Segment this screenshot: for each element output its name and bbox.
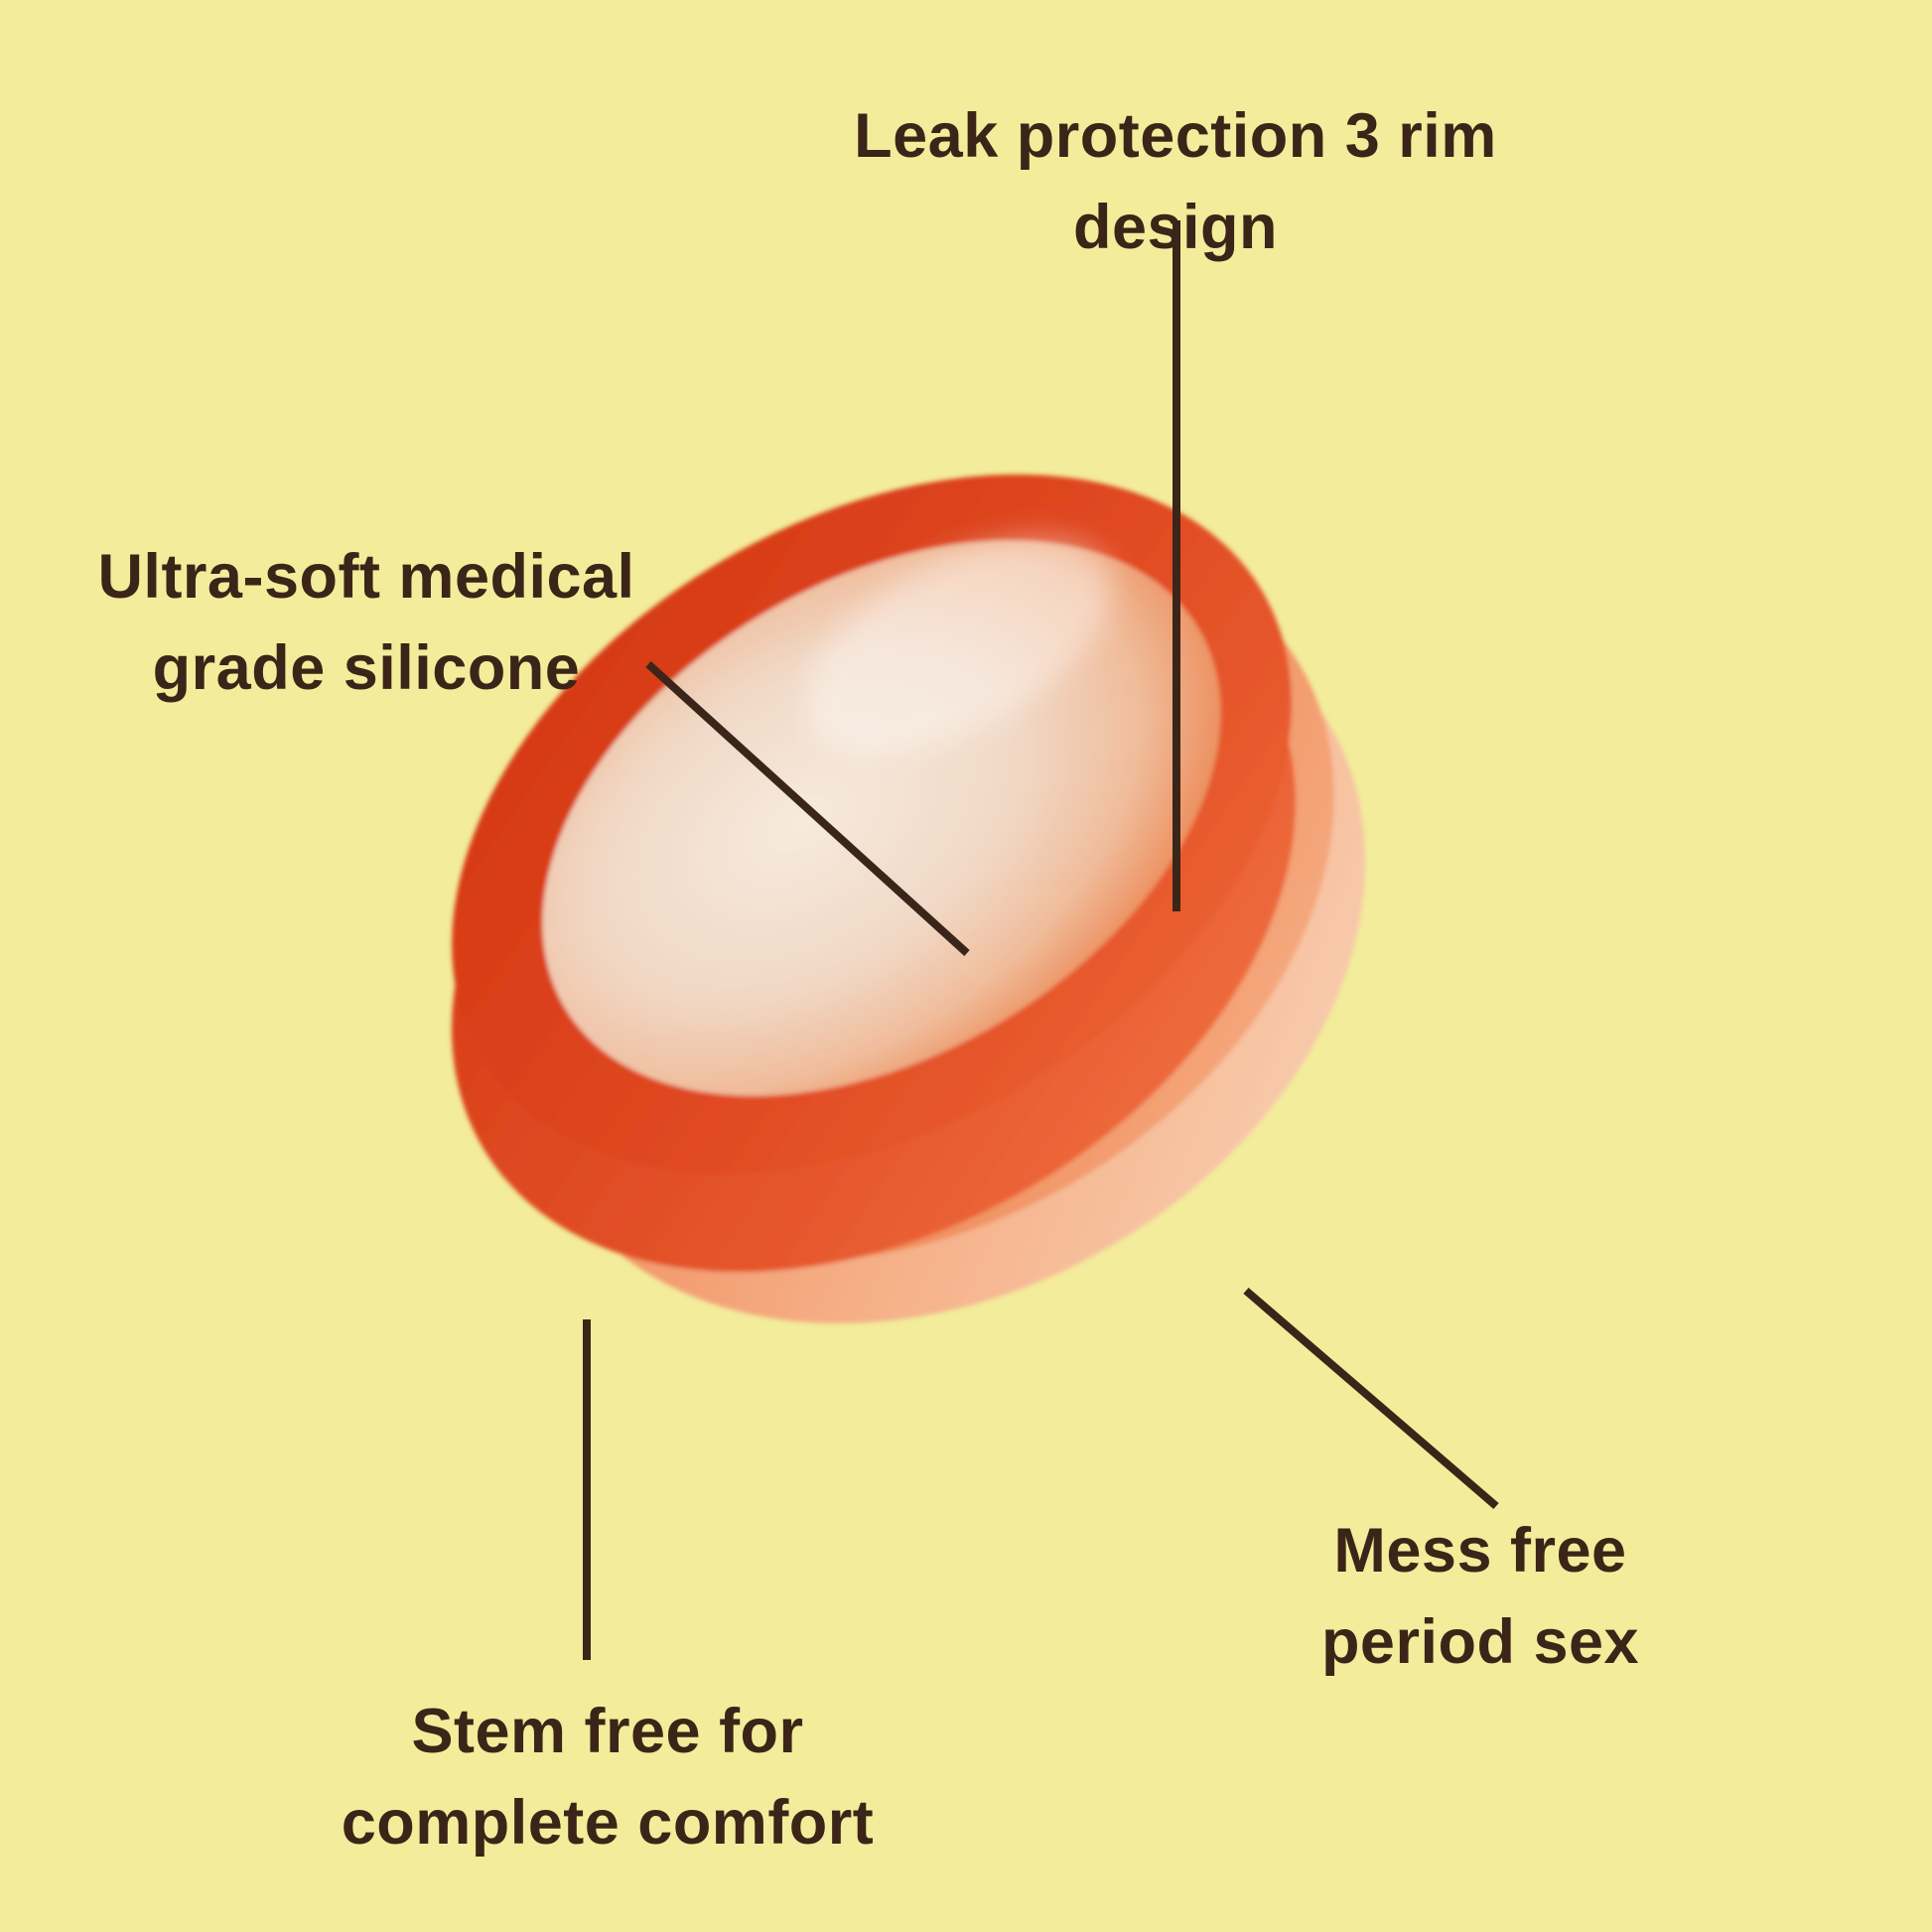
mess-free-label: Mess free period sex xyxy=(1320,1516,1640,1677)
silicone-annotation-line xyxy=(645,661,970,956)
mess-annotation-line xyxy=(1243,1287,1499,1510)
ultra-soft-silicone-label: Ultra-soft medical grade silicone xyxy=(97,542,635,703)
leak-protection-label: Leak protection 3 rim design xyxy=(854,101,1497,262)
stem-free-label: Stem free for complete comfort xyxy=(341,1697,875,1858)
annotation-lines xyxy=(583,220,1499,1660)
disc-highlight xyxy=(803,536,1113,755)
